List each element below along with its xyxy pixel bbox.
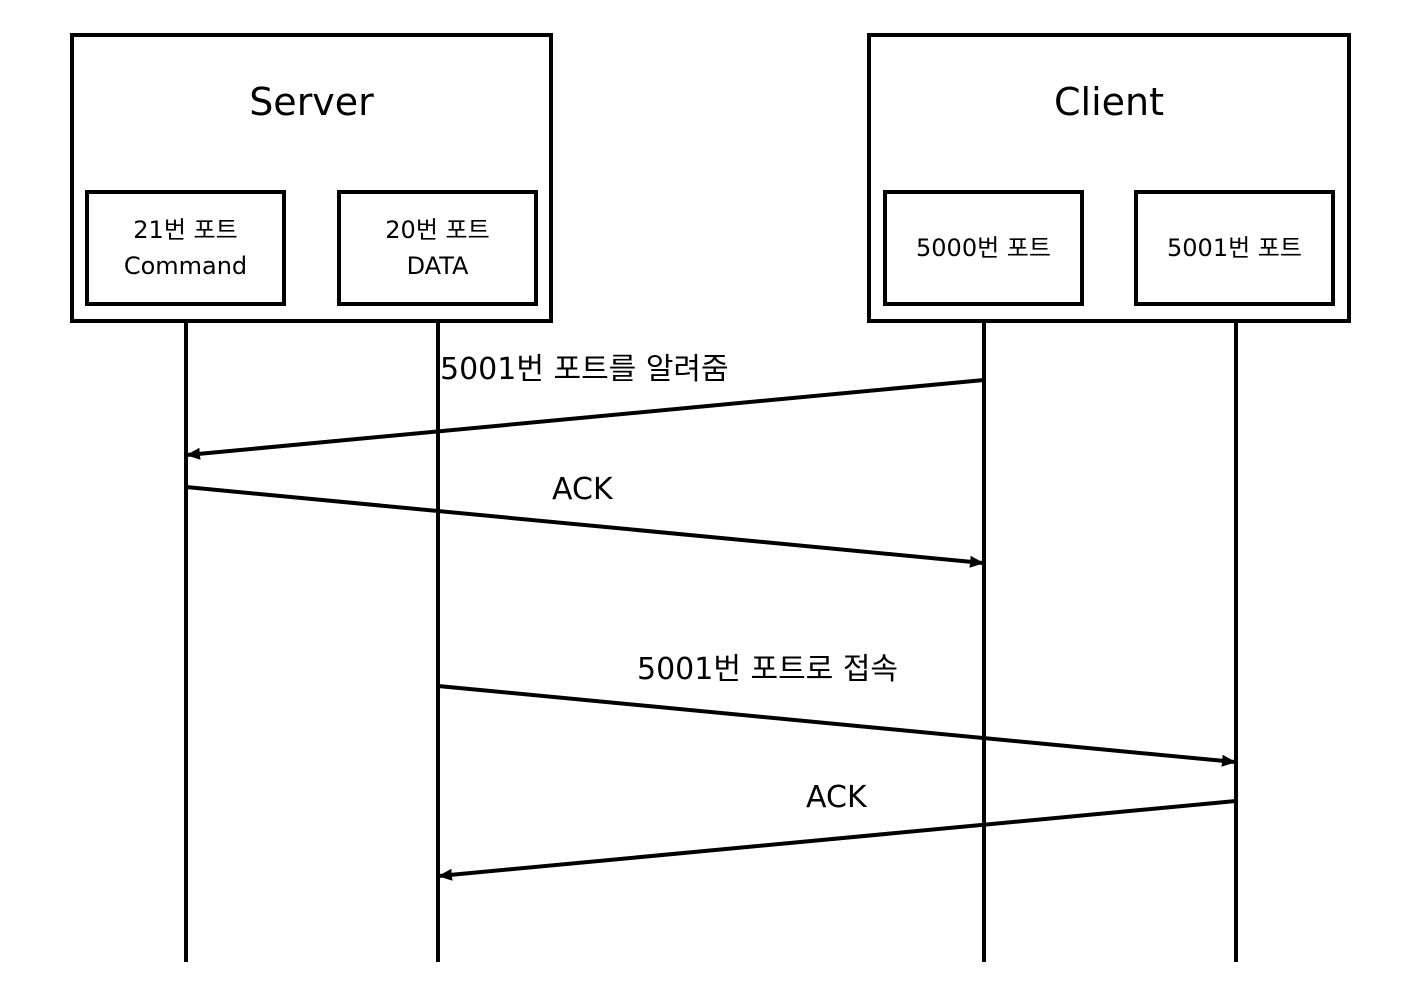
server-title: Server xyxy=(249,80,374,124)
message-label-2: ACK xyxy=(552,472,613,507)
client-port-5000-label: 5000번 포트 xyxy=(916,234,1051,262)
client-port-5001-label: 5001번 포트 xyxy=(1167,234,1302,262)
message-label-3: 5001번 포트로 접속 xyxy=(637,652,899,687)
message-label-4: ACK xyxy=(806,780,867,815)
server-port-21-label: 21번 포트 xyxy=(133,216,238,244)
message-arrow-1 xyxy=(186,378,985,460)
message-arrow-2 xyxy=(185,485,984,568)
server-port-20-label: 20번 포트 xyxy=(385,216,490,244)
server-port-20-box: 20번 포트 DATA xyxy=(337,190,538,306)
message-arrow-3 xyxy=(437,684,1236,767)
client-port-5000-box: 5000번 포트 xyxy=(883,190,1084,306)
client-port-5001-box: 5001번 포트 xyxy=(1134,190,1335,306)
message-label-1: 5001번 포트를 알려줌 xyxy=(440,352,729,387)
message-arrow-4 xyxy=(438,799,1237,881)
server-port-21-box: 21번 포트 Command xyxy=(85,190,286,306)
server-port-21-sublabel: Command xyxy=(123,252,248,280)
client-title: Client xyxy=(1053,80,1164,124)
server-port-20-sublabel: DATA xyxy=(406,252,469,280)
